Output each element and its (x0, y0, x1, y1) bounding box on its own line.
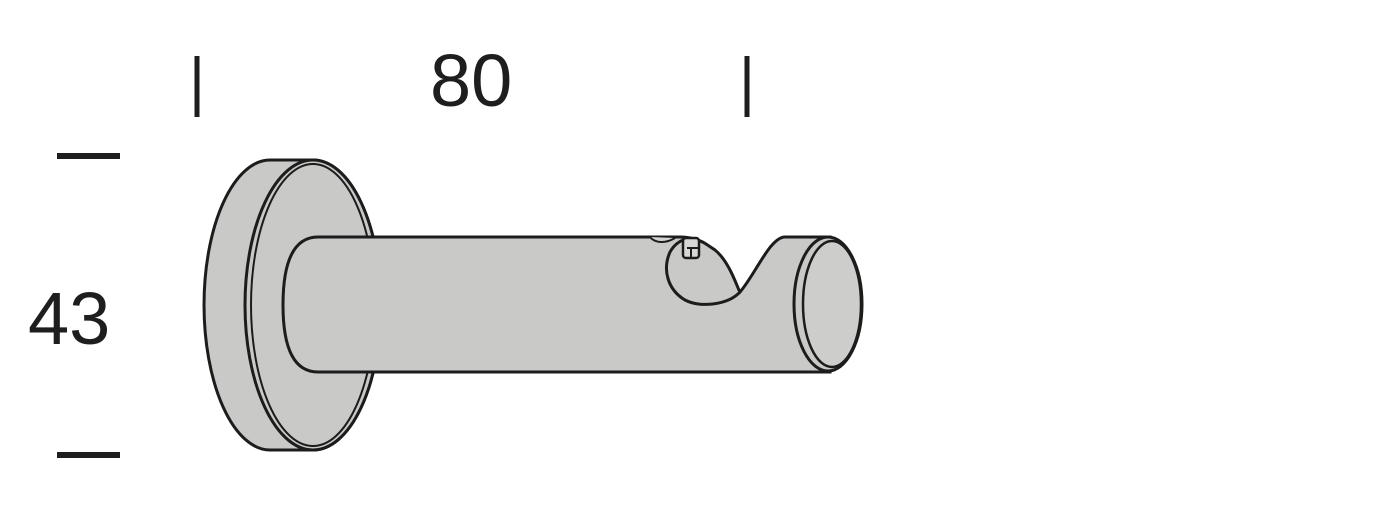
height-dimension-label: 43 (28, 277, 111, 360)
width-dimension-label: 80 (430, 39, 513, 122)
bracket-arm (281, 235, 832, 374)
width-dimension-ticks (194, 56, 750, 117)
rod-end-cap (792, 235, 864, 373)
height-dimension-ticks (57, 153, 120, 458)
